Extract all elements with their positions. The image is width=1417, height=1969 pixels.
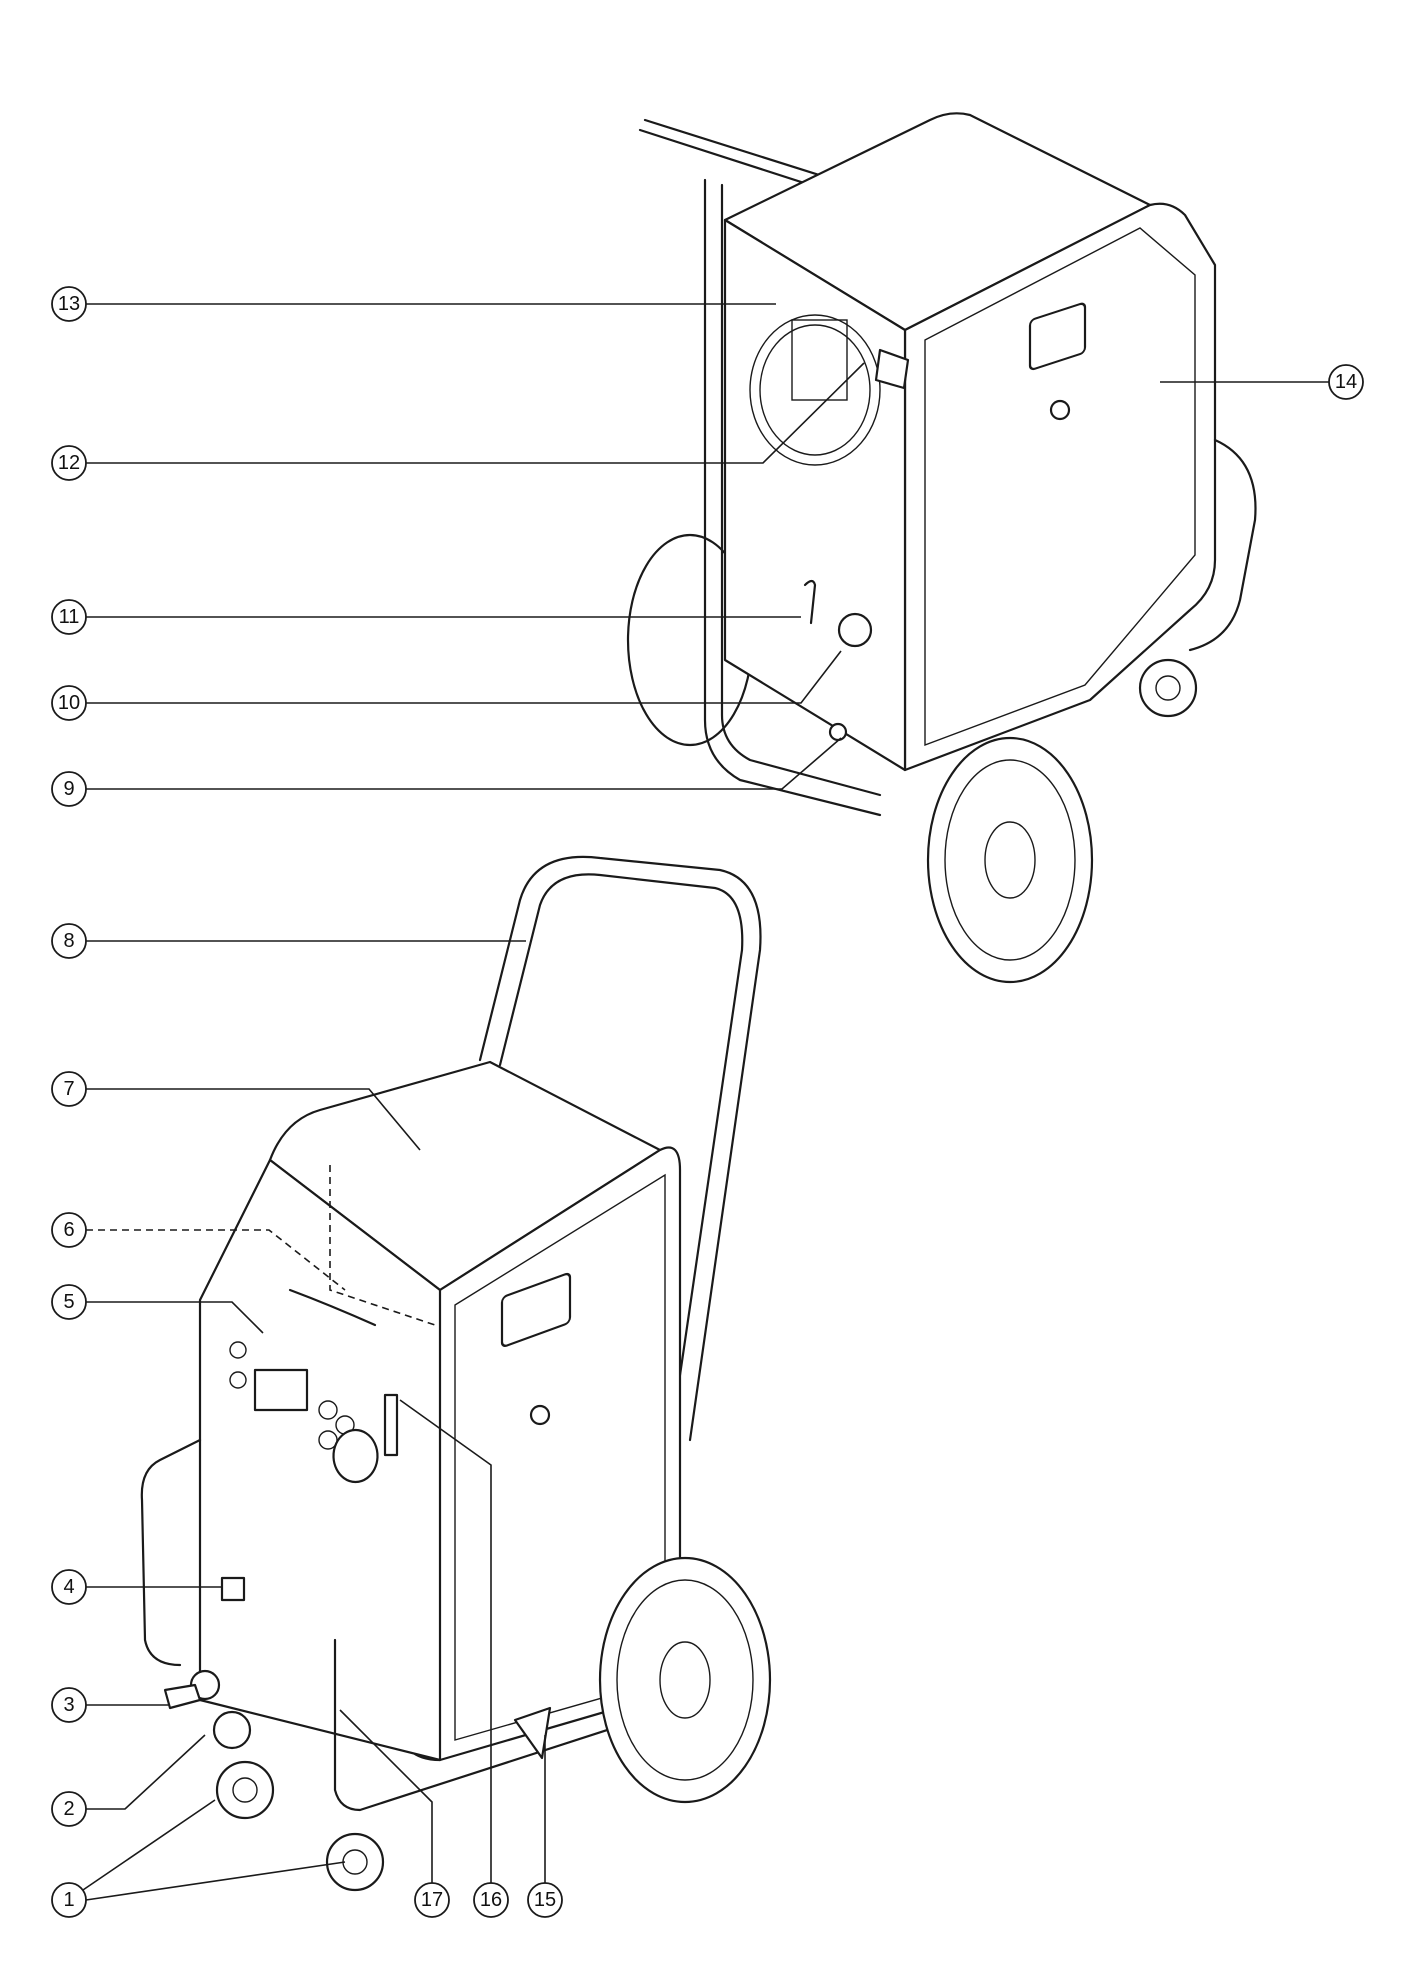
rear-view-cart: [626, 112, 1257, 984]
svg-text:5: 5: [63, 1291, 74, 1313]
callout-3: 3: [51, 1687, 87, 1723]
side-handle-recess: [1028, 302, 1087, 371]
top-cover: [723, 112, 1152, 332]
svg-text:8: 8: [63, 930, 74, 952]
front-wheel: [598, 1556, 772, 1804]
callout-4: 4: [51, 1569, 87, 1605]
rear-frame-base: [1188, 438, 1257, 652]
svg-text:6: 6: [63, 1219, 74, 1241]
callout-2: 2: [51, 1791, 87, 1827]
svg-text:14: 14: [1335, 371, 1357, 393]
display: [253, 1368, 309, 1412]
callout-11: 11: [51, 599, 87, 635]
svg-text:12: 12: [58, 452, 80, 474]
rear-right-wheel-hub: [984, 821, 1036, 899]
front-view-cart: [140, 855, 772, 1892]
callout-7: 7: [51, 1071, 87, 1107]
selector-knob: [332, 1428, 379, 1484]
callout-1: 1: [51, 1882, 87, 1918]
front-wheel-rim: [616, 1579, 754, 1781]
front-caster-right: [325, 1832, 385, 1892]
callout-5: 5: [51, 1284, 87, 1320]
svg-text:10: 10: [58, 692, 80, 714]
side-panel: [903, 202, 1217, 772]
svg-text:9: 9: [63, 778, 74, 800]
cable-coil: [749, 314, 881, 466]
callout-17: 17: [414, 1882, 450, 1918]
svg-text:16: 16: [480, 1889, 502, 1911]
control-button-3: [318, 1400, 338, 1420]
rear-caster-hub: [1155, 675, 1181, 701]
callout-14: 14: [1328, 364, 1364, 400]
callout-10: 10: [51, 685, 87, 721]
water-inlet-front: [212, 1710, 252, 1750]
recess-handle: [288, 1288, 377, 1327]
callout-16: 16: [473, 1882, 509, 1918]
rear-caster: [1138, 658, 1198, 718]
svg-text:4: 4: [63, 1576, 74, 1598]
svg-text:17: 17: [421, 1889, 443, 1911]
side-lock-front: [529, 1404, 551, 1426]
lower-frame: [140, 1438, 202, 1667]
top-lid: [268, 1060, 662, 1292]
rear-right-wheel: [926, 736, 1094, 984]
callout-13: 13: [51, 286, 87, 322]
rear-right-wheel-rim: [944, 759, 1076, 961]
side-panel-inner: [924, 227, 1196, 747]
drain-rear: [828, 722, 848, 742]
bottom-frame: [333, 1638, 702, 1812]
front-wheel-hub: [659, 1641, 711, 1719]
push-handle: [478, 855, 762, 1442]
warning-labels: [791, 319, 848, 401]
svg-text:3: 3: [63, 1694, 74, 1716]
hose-hook: [803, 579, 817, 625]
handle-frame-rear: [638, 118, 932, 817]
side-lock: [1049, 399, 1071, 421]
front-caster-left-hub: [232, 1777, 258, 1803]
callout-12: 12: [51, 445, 87, 481]
quick-coupling: [163, 1683, 202, 1710]
front-caster-left: [215, 1760, 275, 1820]
callout-9: 9: [51, 771, 87, 807]
callout-15: 15: [527, 1882, 563, 1918]
side-handle-recess-front: [500, 1272, 572, 1347]
callout-8: 8: [51, 923, 87, 959]
water-inlet-rear: [837, 612, 873, 648]
svg-text:11: 11: [59, 606, 80, 628]
svg-text:13: 13: [58, 293, 80, 315]
leader-lines: [79, 303, 1329, 1901]
water-outlet-drain: [513, 1706, 552, 1760]
svg-text:15: 15: [534, 1889, 556, 1911]
control-button-1: [229, 1341, 247, 1359]
svg-text:1: 1: [63, 1889, 74, 1911]
electrical-connector: [220, 1576, 246, 1602]
svg-text:2: 2: [63, 1798, 74, 1820]
lance-holder: [383, 1393, 399, 1457]
control-button-2: [229, 1371, 247, 1389]
svg-text:7: 7: [63, 1078, 74, 1100]
power-plug: [874, 348, 910, 390]
storage-compartment-edge: [329, 1165, 436, 1326]
cable-coil-inner: [759, 324, 871, 456]
front-panel: [198, 1158, 442, 1762]
callout-6: 6: [51, 1212, 87, 1248]
